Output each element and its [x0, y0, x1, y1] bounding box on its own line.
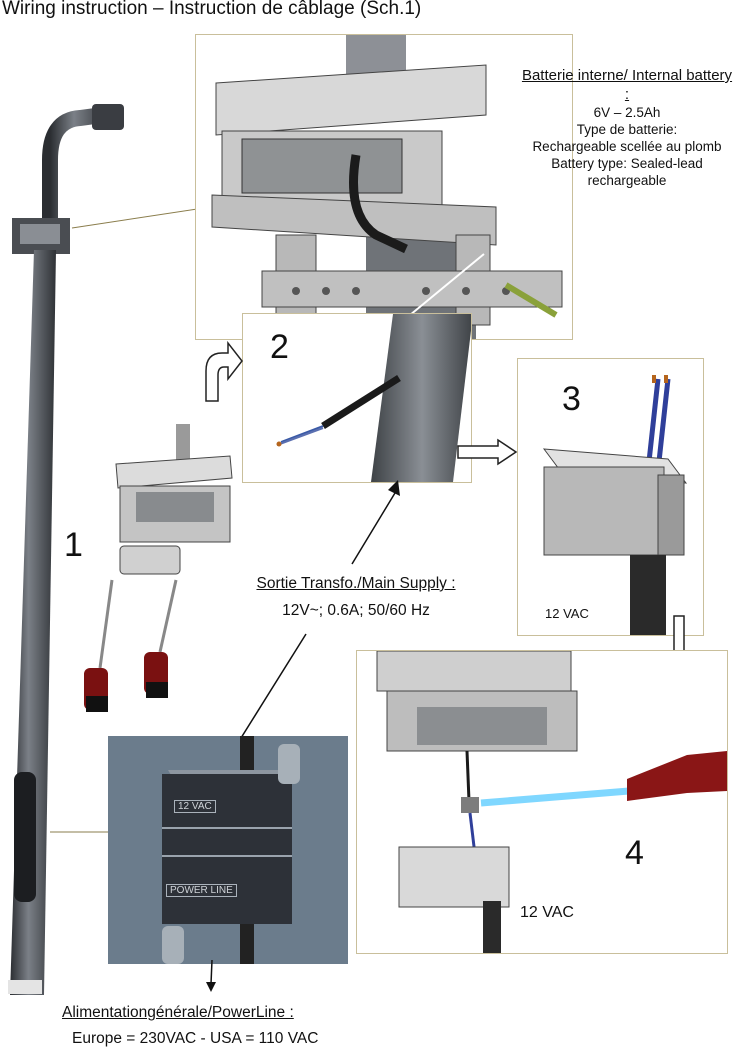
battery-line: Rechargeable scellée au plomb — [532, 139, 722, 154]
step-3-illustration — [542, 375, 688, 635]
junction-box-frame: 12 VAC POWER LINE — [108, 736, 348, 964]
power-line-info: Alimentationgénérale/PowerLine : Europe … — [62, 1000, 372, 1052]
curved-arrow-icon — [205, 340, 243, 402]
enclosure-illustration — [211, 35, 563, 345]
junction-box-illustration — [162, 736, 300, 964]
battery-line: Type de batterie: — [576, 122, 678, 137]
step-3-number: 3 — [562, 380, 581, 418]
main-supply-heading: Sortie Transfo./Main Supply : — [256, 575, 456, 592]
power-line-heading: Alimentationgénérale/PowerLine : — [62, 1004, 294, 1021]
step-1-number: 1 — [64, 526, 83, 564]
step-3-voltage-label: 12 VAC — [545, 606, 589, 621]
step-4-illustration — [376, 650, 727, 957]
step-3-frame — [517, 358, 704, 636]
arrow-up-icon — [351, 480, 400, 565]
main-supply-value: 12V~; 0.6A; 50/60 Hz — [282, 602, 430, 619]
battery-line: Battery type: Sealed-lead rechargeable — [551, 156, 703, 188]
main-supply-info: Sortie Transfo./Main Supply : 12V~; 0.6A… — [226, 570, 486, 624]
step-4-voltage-label: 12 VAC — [520, 904, 574, 921]
battery-line: 6V – 2.5Ah — [593, 105, 661, 120]
step-2-frame — [242, 313, 473, 483]
lamp-post-illustration — [8, 104, 124, 995]
battery-heading: Batterie interne/ Internal battery : — [521, 67, 733, 103]
step-2-number: 2 — [270, 328, 289, 366]
junction-box-label-powerline: POWER LINE — [166, 884, 237, 897]
arrow-right-icon — [457, 438, 518, 466]
page-title: Wiring instruction – Instruction de câbl… — [2, 0, 422, 19]
step-1-illustration — [84, 424, 233, 712]
connector-line — [235, 633, 307, 747]
arrow-down-icon — [206, 960, 216, 992]
enclosure-frame — [195, 34, 573, 345]
battery-info: Batterie interne/ Internal battery : 6V … — [520, 66, 734, 189]
step-4-number: 4 — [625, 834, 644, 872]
step-4-frame — [356, 650, 728, 957]
power-line-value: Europe = 230VAC - USA = 110 VAC — [72, 1030, 319, 1047]
junction-box-label-12vac: 12 VAC — [174, 800, 216, 813]
callout-line — [403, 253, 485, 321]
pole-cable-illustration — [276, 314, 473, 482]
